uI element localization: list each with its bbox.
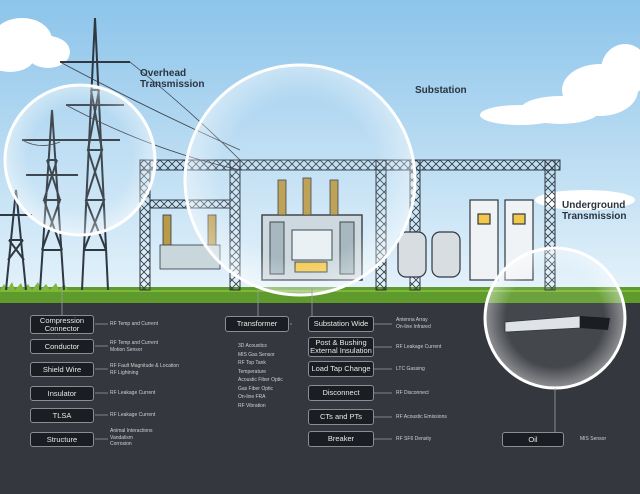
underground-label-line1: Underground bbox=[562, 200, 626, 211]
oil-box: Oil bbox=[502, 432, 564, 447]
magnifier-bubbles bbox=[3, 63, 627, 390]
sensor-text: LTC Gassing bbox=[396, 366, 425, 372]
sensor-text: RF Temp and Current bbox=[110, 340, 158, 346]
disconnect-sensors: RF Disconnect bbox=[396, 390, 429, 397]
compression-connector-box: Compression Connector bbox=[30, 315, 94, 334]
sensor-text: Gas Fiber Optic bbox=[238, 385, 274, 392]
sensor-text: RF Leakage Current bbox=[396, 344, 442, 350]
sensor-text: On-line FRA bbox=[238, 394, 266, 400]
sensor-text: RF Temp and Current bbox=[110, 321, 158, 327]
overhead-label-line2: Transmission bbox=[140, 79, 205, 90]
structure-sensors: Animal Interactions Vandalism Corrosion bbox=[110, 428, 153, 448]
sensor-text: RF SF6 Density bbox=[396, 436, 432, 442]
overhead-transmission-label: Overhead Transmission bbox=[140, 68, 204, 90]
sensor-text: RF Acoustic Emissions bbox=[396, 414, 447, 420]
underground-cable bbox=[504, 315, 610, 333]
overhead-label-line1: Overhead bbox=[140, 68, 187, 79]
underground-transmission-label: Underground Transmission bbox=[562, 200, 626, 222]
insulator-box: Insulator bbox=[30, 386, 94, 401]
sensor-text: Acoustic Fiber Optic bbox=[238, 377, 283, 383]
sensor-text: Temperature bbox=[238, 368, 267, 375]
sensor-text: RF Vibration bbox=[238, 402, 266, 409]
tlsa-box: TLSA bbox=[30, 408, 94, 423]
transformer-sensors: 3D Acoustics MIS Gas Sensor RF Top Tank … bbox=[238, 342, 283, 410]
transformer-box: Transformer bbox=[225, 316, 289, 332]
oil-sensors: MIS Sensor bbox=[580, 436, 606, 443]
load-tap-change-box: Load Tap Change bbox=[308, 361, 374, 377]
sensor-text: RF Disconnect bbox=[396, 390, 429, 396]
connector-lines bbox=[61, 288, 563, 440]
clouds bbox=[0, 18, 640, 210]
sensor-text: RF Leakage Current bbox=[110, 390, 156, 396]
post-bushing-insulation-box: Post & Bushing External Insulation bbox=[308, 337, 374, 357]
sensor-text: Animal Interactions bbox=[110, 428, 153, 434]
conductor-box: Conductor bbox=[30, 339, 94, 354]
sensor-text: Antenna Array bbox=[396, 317, 428, 323]
sensor-text: 3D Acoustics bbox=[238, 343, 267, 349]
insulator-sensors: RF Leakage Current bbox=[110, 390, 155, 397]
sensor-text: MIS Gas Sensor bbox=[238, 351, 275, 358]
underground-label-line2: Transmission bbox=[562, 211, 627, 222]
substation-wide-sensors: Antenna Array On-line Infrared bbox=[396, 317, 431, 330]
sensor-text: RF Lightning bbox=[110, 369, 139, 376]
cts-and-pts-box: CTs and PTs bbox=[308, 409, 374, 425]
sensor-text: RF Top Tank bbox=[238, 360, 266, 366]
breaker-box: Breaker bbox=[308, 431, 374, 447]
compression-connector-sensors: RF Temp and Current bbox=[110, 321, 158, 328]
post-bushing-insulation-sensors: RF Leakage Current bbox=[396, 344, 441, 351]
shield-wire-box: Shield Wire bbox=[30, 362, 94, 377]
sensor-text: RF Leakage Current bbox=[110, 412, 156, 418]
sensor-text: RF Fault Magnitude & Location bbox=[110, 363, 179, 369]
substation-wide-box: Substation Wide bbox=[308, 316, 374, 332]
shield-wire-sensors: RF Fault Magnitude & Location RF Lightni… bbox=[110, 363, 179, 376]
conductor-sensors: RF Temp and Current Motion Sensor bbox=[110, 340, 158, 353]
substation-label: Substation bbox=[415, 85, 467, 96]
breaker-sensors: RF SF6 Density bbox=[396, 436, 431, 443]
sensor-text: MIS Sensor bbox=[580, 436, 607, 442]
load-tap-change-sensors: LTC Gassing bbox=[396, 366, 425, 373]
cts-and-pts-sensors: RF Acoustic Emissions bbox=[396, 414, 447, 421]
tlsa-sensors: RF Leakage Current bbox=[110, 412, 155, 419]
sensor-text: Vandalism bbox=[110, 434, 133, 441]
sensor-text: Motion Sensor bbox=[110, 346, 143, 353]
sensor-text: On-line Infrared bbox=[396, 323, 431, 330]
disconnect-box: Disconnect bbox=[308, 385, 374, 401]
structure-box: Structure bbox=[30, 432, 94, 447]
sensor-text: Corrosion bbox=[110, 441, 132, 447]
